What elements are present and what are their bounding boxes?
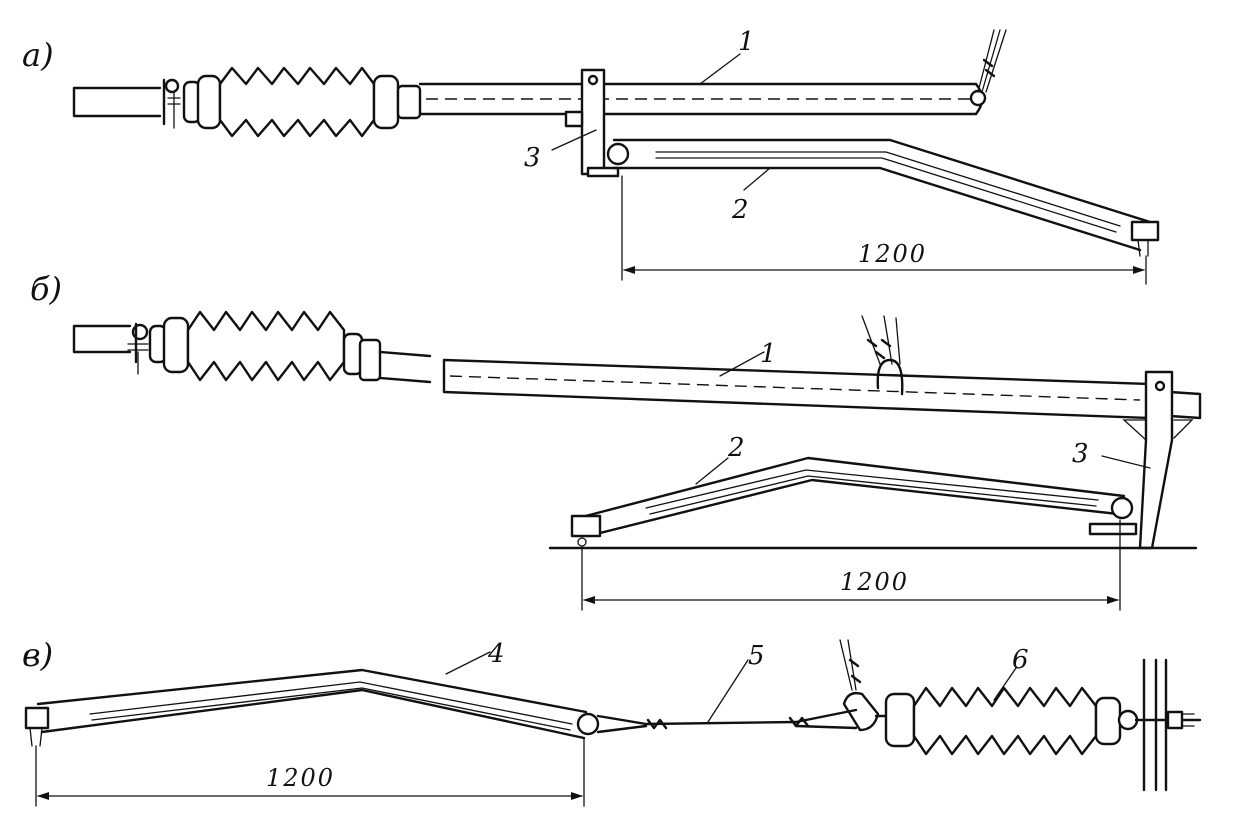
panel-a-bracket-3	[564, 68, 620, 178]
panel-b-stub-pipe	[72, 324, 132, 354]
panel-b-label: б)	[30, 270, 62, 308]
panel-c-hook	[839, 639, 894, 732]
panel-b-dimension-value: 1200	[840, 568, 909, 596]
panel-b-clamp	[127, 322, 149, 375]
panel-c-dimension-value: 1200	[266, 764, 335, 792]
panel-a-suspension	[977, 29, 1007, 93]
panel-c-wire-5	[596, 708, 858, 734]
panel-a-clamp	[162, 78, 181, 129]
panel-a: а)	[22, 27, 1160, 285]
panel-b-callout-3: 3	[1072, 439, 1089, 469]
panel-b-dimension: 1200	[581, 519, 1121, 611]
panel-a-dimension: 1200	[621, 175, 1147, 285]
panel-c-callout-5: 5	[748, 641, 765, 671]
panel-b-callout-2: 2	[727, 433, 745, 463]
panel-a-dimension-value: 1200	[858, 240, 927, 268]
panel-c-label: в)	[22, 636, 53, 674]
panel-c-callout-4: 4	[487, 639, 505, 669]
panel-a-stub-pipe	[72, 86, 162, 118]
panel-c-dimension: 1200	[35, 737, 585, 807]
panel-c-mast	[1134, 658, 1202, 792]
panel-b-bracket-3	[1088, 370, 1194, 550]
panel-b-suspension	[861, 315, 904, 396]
panel-b: б)	[30, 270, 1202, 611]
panel-a-rod-2	[606, 138, 1160, 257]
panel-b-insulator	[148, 310, 432, 384]
panel-a-callout-1: 1	[738, 27, 755, 57]
panel-b-bar-1	[442, 358, 1202, 420]
panel-b-rod-2	[570, 456, 1134, 547]
panel-a-callout-2: 2	[731, 195, 749, 225]
panel-c-rod-4	[24, 668, 600, 747]
panel-a-bar-1	[418, 82, 987, 116]
panel-c: в) 4	[22, 636, 1202, 807]
panel-b-callout-1: 1	[760, 339, 777, 369]
panel-a-label: а)	[22, 36, 54, 74]
panel-a-insulator	[182, 66, 422, 138]
panel-c-callout-6: 6	[1012, 645, 1029, 675]
panel-c-insulator-6	[884, 686, 1139, 756]
panel-a-callout-3: 3	[524, 143, 541, 173]
